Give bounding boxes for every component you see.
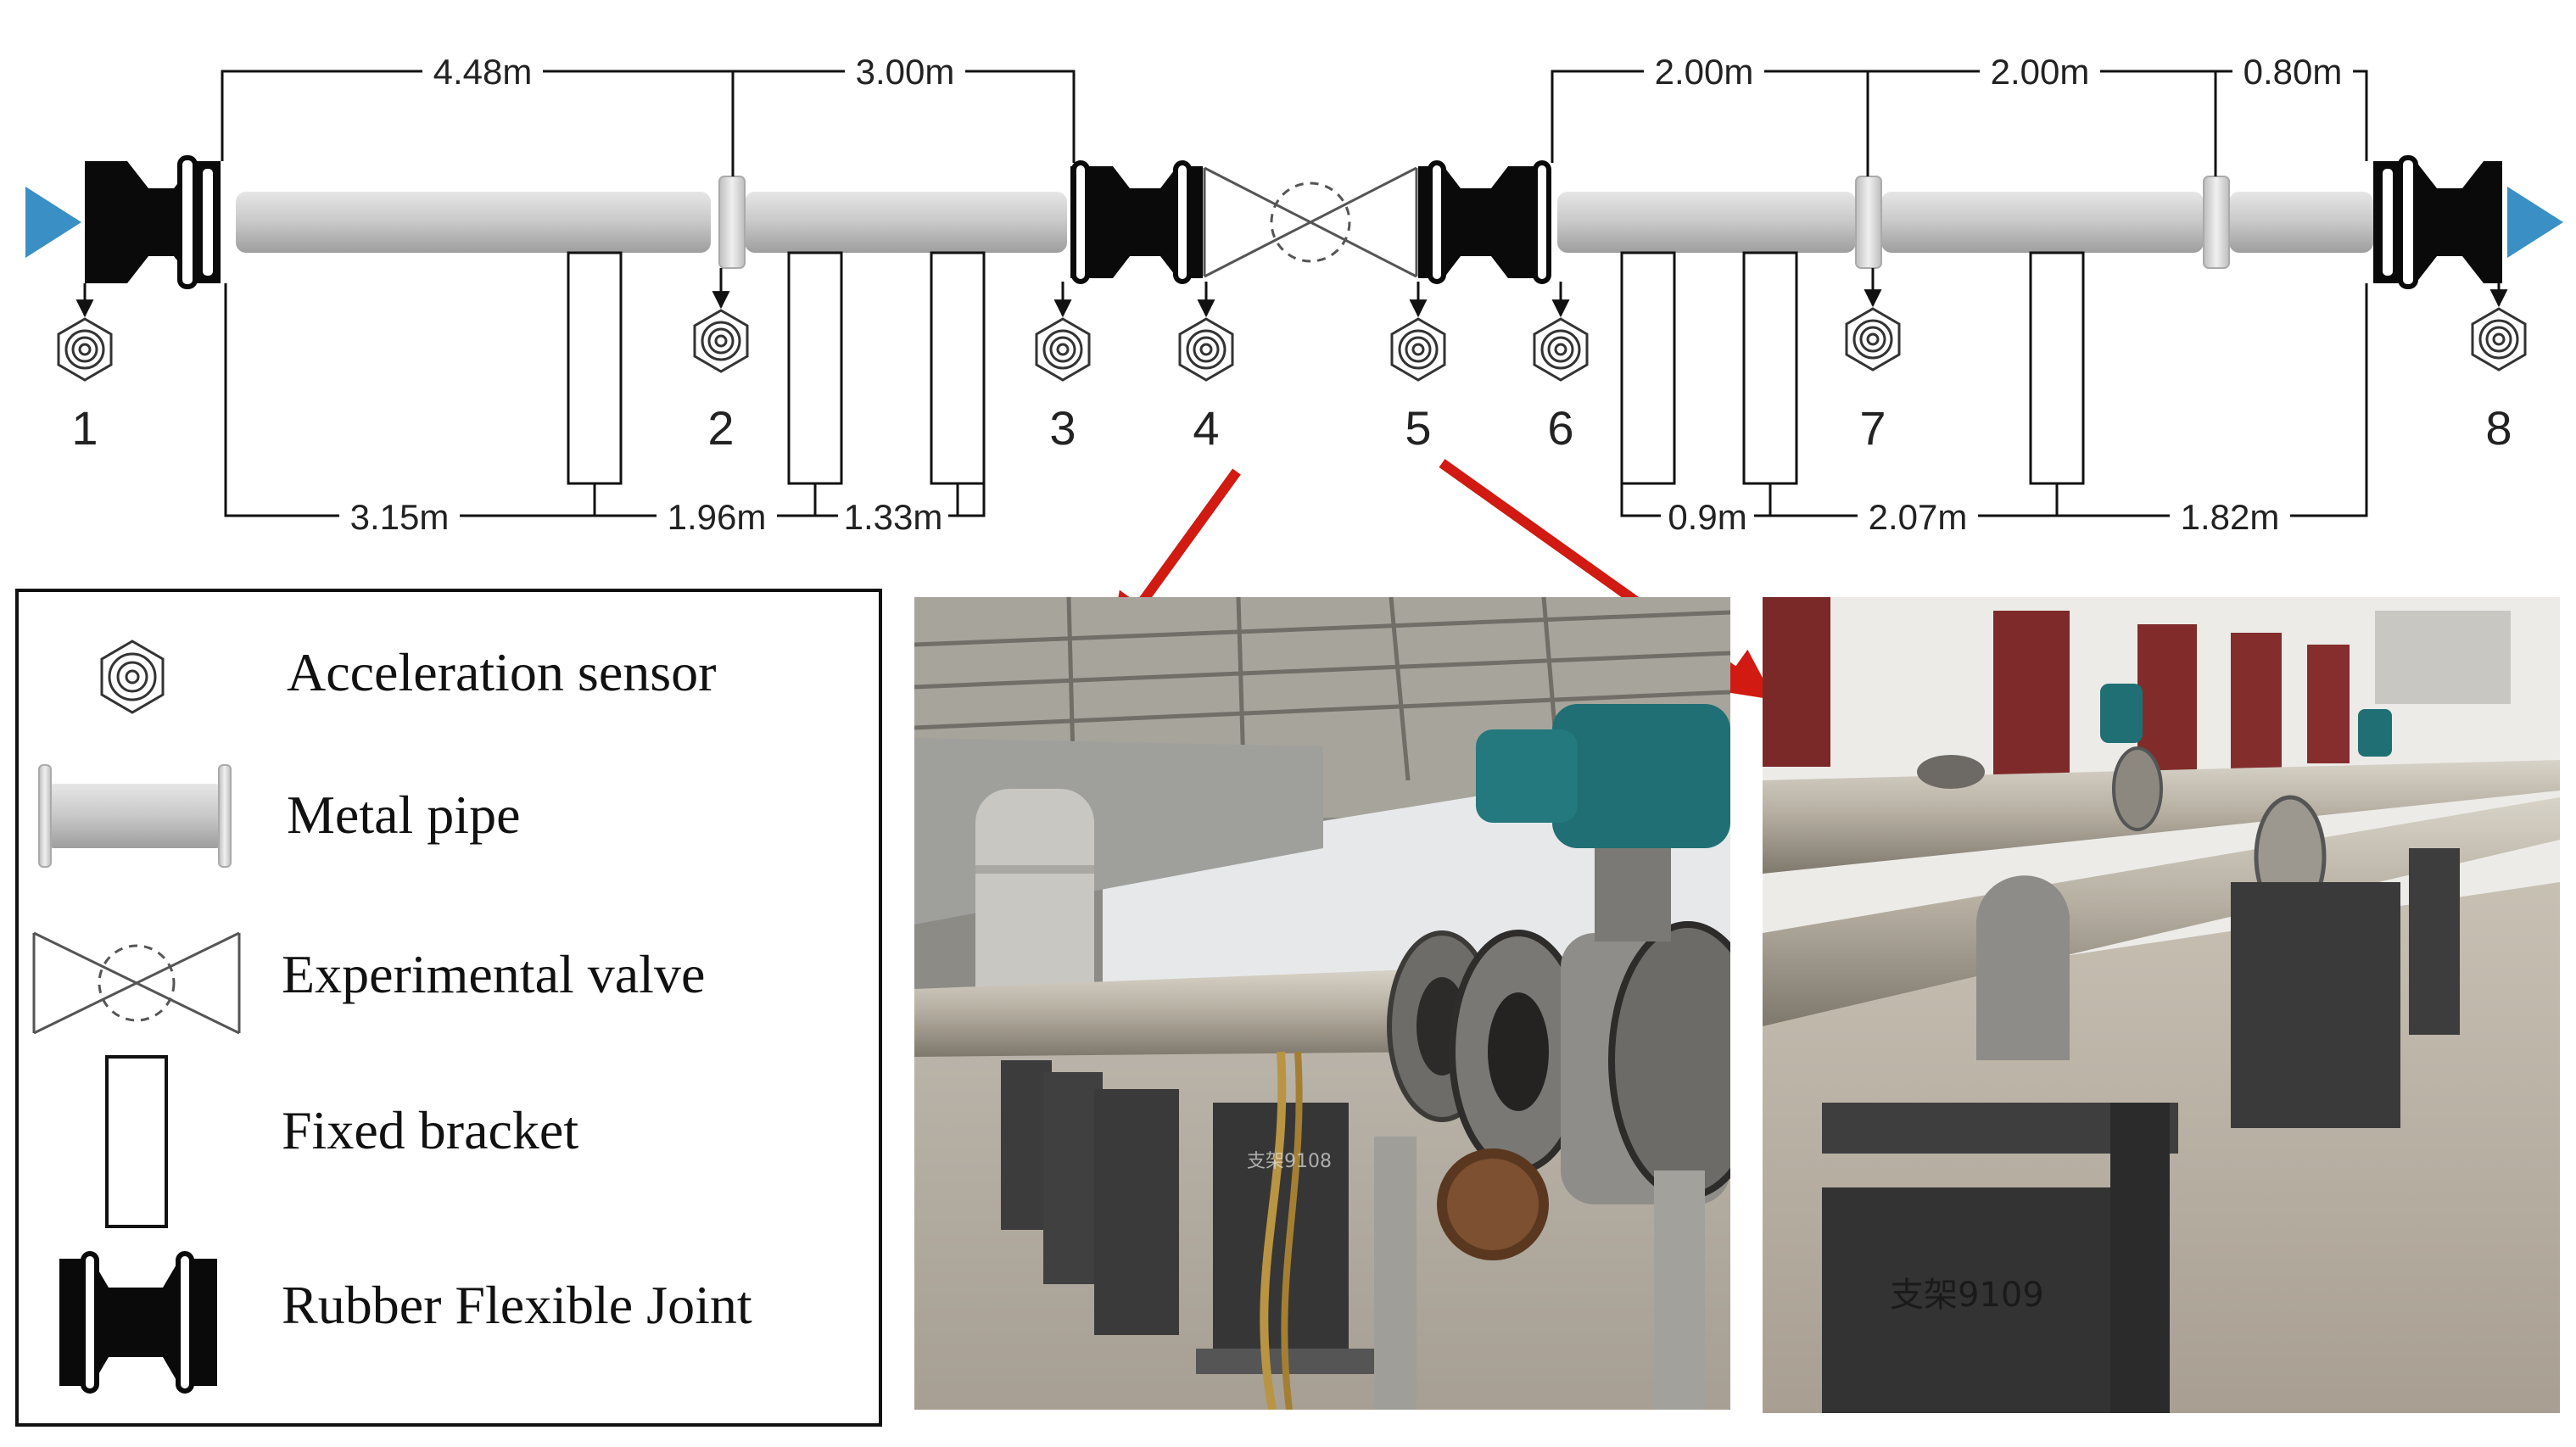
metal-pipe-4 — [1881, 192, 2204, 253]
sensor-number: 3 — [1049, 401, 1076, 455]
acceleration-sensor-1: 1 — [57, 283, 113, 455]
top-dimension-labels: 4.48m 3.00m 2.00m 2.00m 0.80m — [422, 52, 2353, 92]
legend-label: Rubber Flexible Joint — [282, 1275, 752, 1335]
metal-pipe-1 — [236, 192, 711, 253]
dimension-label: 2.07m — [1869, 497, 1968, 537]
sensor-number: 6 — [1547, 401, 1573, 455]
rubber-flexible-joint-a — [85, 155, 221, 289]
acceleration-sensor-5: 5 — [1390, 282, 1446, 455]
valve-photo: 支架9108 — [914, 597, 1730, 1410]
bottom-dimension-lines — [224, 283, 2368, 517]
acceleration-sensor-4: 4 — [1178, 282, 1234, 455]
legend-item-rubber-flexible-joint: Rubber Flexible Joint — [59, 1251, 752, 1394]
metal-pipe-2 — [745, 192, 1067, 253]
pipe-flange — [718, 176, 746, 269]
dimension-label: 3.15m — [350, 497, 450, 537]
acceleration-sensor-8: 8 — [2471, 283, 2527, 455]
sensor-number: 2 — [707, 401, 734, 455]
handwritten-bracket-mark: 支架9109 — [1890, 1276, 2044, 1315]
acceleration-sensor-3: 3 — [1035, 282, 1091, 455]
fixed-bracket — [787, 251, 843, 485]
fixed-bracket-icon — [105, 1055, 168, 1228]
pipeline-schematic: 4.48m 3.00m 2.00m 2.00m 0.80m 3. — [25, 52, 2563, 700]
legend-item-metal-pipe: Metal pipe — [38, 764, 520, 868]
experimental-valve-icon — [32, 931, 241, 1035]
fixed-bracket — [930, 251, 986, 485]
inlet-flow-arrow — [25, 187, 81, 258]
legend-label: Metal pipe — [287, 785, 520, 845]
dimension-label: 2.00m — [1991, 52, 2090, 92]
acceleration-sensor-6: 6 — [1533, 282, 1589, 455]
dimension-label: 1.82m — [2181, 497, 2280, 537]
acceleration-sensor-7: 7 — [1845, 268, 1901, 455]
bottom-dimension-labels: 3.15m 1.96m 1.33m 0.9m 2.07m 1.82m — [339, 497, 2290, 537]
sensor-number: 7 — [1859, 401, 1886, 455]
fixed-bracket — [567, 251, 623, 485]
pipe-flange — [2203, 176, 2230, 269]
pipe-flange — [1855, 176, 1882, 269]
pipeline-photo: 支架9109 — [1763, 597, 2560, 1413]
acceleration-sensor-2: 2 — [693, 268, 749, 455]
fixed-brackets — [567, 251, 2085, 485]
dimension-label: 3.00m — [856, 52, 955, 92]
dimension-label: 0.9m — [1668, 497, 1746, 537]
metal-pipe-icon — [38, 764, 232, 868]
metal-pipe-5 — [2229, 192, 2373, 253]
dimension-label: 4.48m — [433, 52, 533, 92]
dimension-label: 2.00m — [1655, 52, 1754, 92]
legend-box — [15, 589, 882, 1427]
fixed-bracket — [1620, 251, 1676, 485]
metal-pipe-3 — [1557, 192, 1856, 253]
experimental-valve — [1203, 166, 1418, 278]
sensor-number: 1 — [71, 401, 98, 455]
sensor-number: 4 — [1193, 401, 1219, 455]
fixed-bracket — [2029, 251, 2085, 485]
sensor-number: 5 — [1405, 401, 1431, 455]
sensors: 1 2 3 — [57, 268, 2527, 455]
rubber-flexible-joint-b — [1070, 160, 1203, 284]
top-dimension-lines — [221, 70, 2368, 176]
rubber-flexible-joint-d — [2373, 155, 2502, 289]
legend-item-fixed-bracket: Fixed bracket — [105, 1055, 578, 1228]
fixed-bracket — [1742, 251, 1798, 485]
handwritten-bracket-mark: 支架9108 — [1247, 1151, 1332, 1172]
dimension-label: 1.33m — [844, 497, 943, 537]
dimension-label: 1.96m — [668, 497, 767, 537]
outlet-flow-arrow — [2507, 187, 2563, 258]
legend-label: Fixed bracket — [282, 1100, 578, 1160]
legend: Acceleration sensor Metal pipe Experimen… — [15, 589, 882, 1427]
dimension-label: 0.80m — [2244, 52, 2343, 92]
legend-item-acceleration-sensor: Acceleration sensor — [100, 640, 716, 714]
legend-item-experimental-valve: Experimental valve — [32, 931, 705, 1035]
acceleration-sensor-icon — [100, 640, 165, 714]
legend-label: Acceleration sensor — [287, 642, 716, 702]
sensor-number: 8 — [2485, 401, 2512, 455]
rubber-flexible-joint-icon — [59, 1251, 217, 1394]
legend-label: Experimental valve — [282, 944, 705, 1004]
rubber-flexible-joint-c — [1418, 160, 1551, 284]
